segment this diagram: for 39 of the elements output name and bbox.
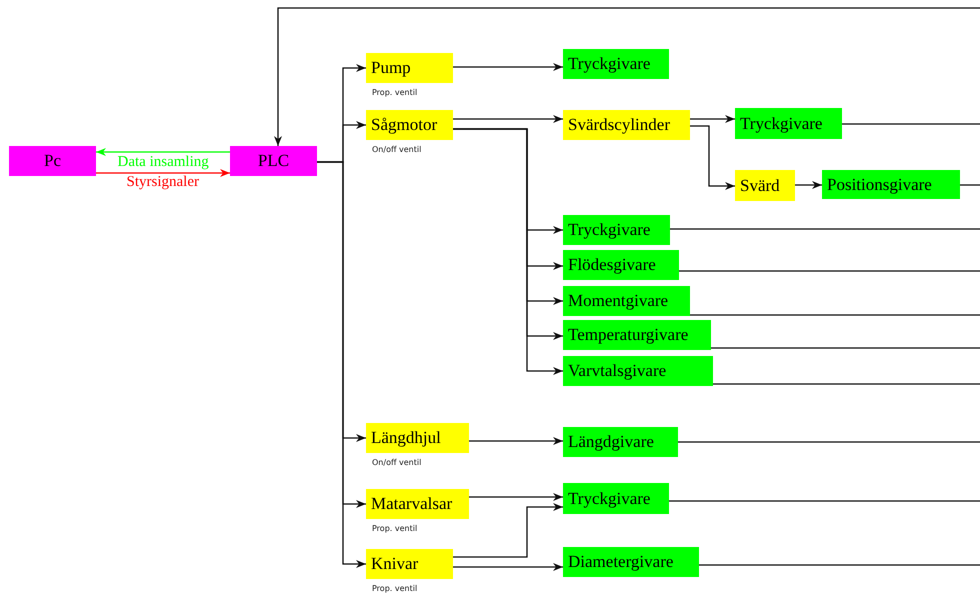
actuator-box: Sågmotor (366, 110, 453, 140)
connector-arrow (469, 493, 563, 501)
valve-note: On/off ventil (372, 145, 422, 154)
sensor-box: Diametergivare (563, 547, 699, 577)
sensor-box: Varvtalsgivare (563, 356, 713, 386)
actuator-box: Svärd (735, 170, 795, 201)
connector-arrow (96, 169, 230, 177)
edge-label: Styrsignaler (126, 174, 200, 190)
connector-arrow (453, 503, 563, 558)
valve-note: On/off ventil (372, 458, 422, 467)
sensor-box: Tryckgivare (563, 215, 670, 245)
connector-arrow (96, 148, 230, 156)
valve-note: Prop. ventil (372, 524, 418, 533)
sensor-box: Tryckgivare (563, 483, 669, 514)
valve-note: Prop. ventil (372, 584, 418, 593)
actuator-box: Knivar (366, 549, 453, 579)
actuator-box: Pump (366, 53, 453, 83)
sensor-box: Tryckgivare (563, 49, 669, 79)
actuator-box: Längdhjul (366, 423, 469, 453)
sensor-box: Längdgivare (563, 427, 678, 457)
connector-arrow (453, 563, 563, 571)
controller-box: PLC (230, 146, 317, 176)
sensor-box: Flödesgivare (563, 250, 679, 280)
sensor-box: Positionsgivare (822, 170, 960, 199)
connector-arrow (795, 181, 822, 189)
sensor-box: Temperaturgivare (563, 320, 711, 350)
connector-arrow (469, 437, 563, 445)
connector-arrow (690, 115, 735, 123)
connector-arrow (453, 115, 563, 123)
sensor-box: Momentgivare (563, 286, 690, 316)
connector-arrow (274, 7, 980, 146)
sensor-box: Tryckgivare (735, 108, 842, 139)
connector-arrow (690, 125, 735, 190)
controller-box: Pc (9, 146, 96, 176)
connector-arrow (453, 63, 563, 71)
actuator-box: Svärdscylinder (563, 110, 690, 140)
actuator-box: Matarvalsar (366, 489, 469, 519)
valve-note: Prop. ventil (372, 88, 418, 97)
edge-label: Data insamling (116, 154, 210, 170)
